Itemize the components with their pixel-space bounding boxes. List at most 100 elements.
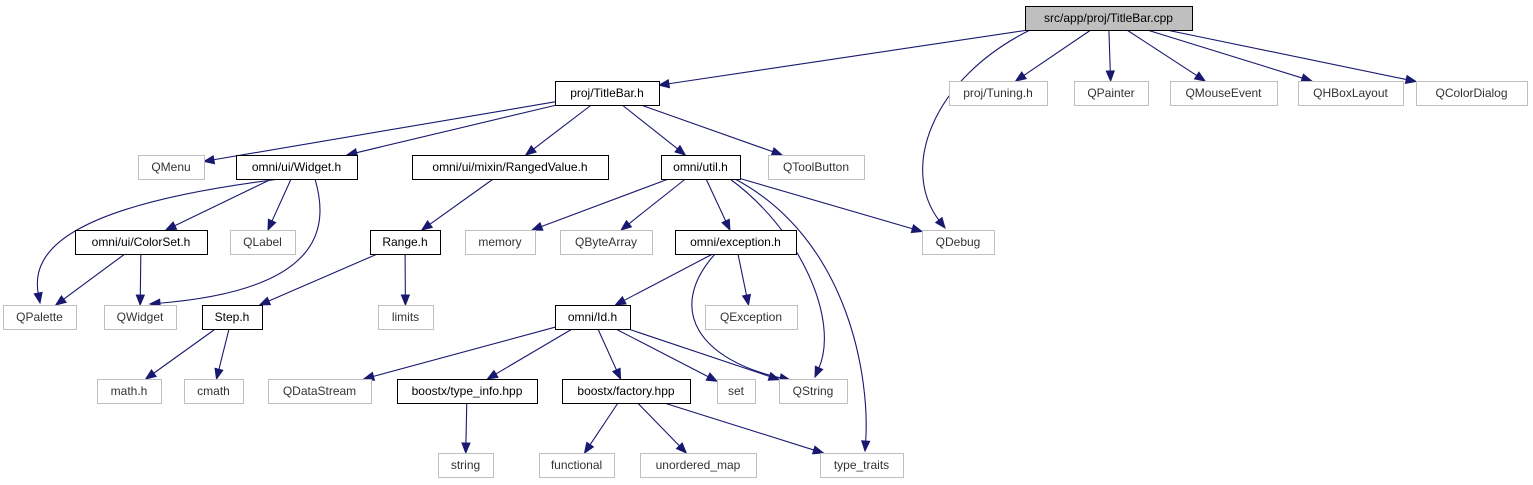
node-label: QMouseEvent [1185,86,1262,100]
edge-arrowhead [135,294,146,307]
node-box [555,305,631,330]
edge-arrowhead [611,367,622,381]
node-label: QString [793,384,834,398]
edge-line [1126,29,1198,77]
graph-edges [33,29,1418,455]
edge-line [218,328,230,371]
node-label: proj/Tuning.h [963,86,1033,100]
node-box [555,81,660,106]
edge-range_h-to-limits [400,253,411,307]
node-box [1298,81,1404,106]
node-label: omni/Id.h [568,310,617,324]
node-label: omni/ui/mixin/RangedValue.h [432,160,587,174]
node-factory-hpp[interactable]: boostx/factory.hpp [562,379,691,404]
edge-arrowhead [420,220,434,231]
edge-arrowhead [583,441,595,455]
node-type-traits: type_traits [820,453,904,478]
edge-root-to-qcolordialog [1166,29,1418,85]
node-box [412,155,609,180]
node-titlebar-h[interactable]: proj/TitleBar.h [555,81,660,106]
edge-line [589,402,619,446]
edge-exception_h-to-qexception [737,253,752,307]
node-range-h[interactable]: Range.h [370,230,441,255]
edge-type_info_hpp-to-string [461,402,471,455]
edge-arrowhead [934,216,946,230]
edge-util_h-to-qdebug [739,177,924,234]
edge-line [922,29,1031,222]
node-label: QLabel [243,235,282,249]
edge-arrowhead [721,218,731,232]
node-widget-h[interactable]: omni/ui/Widget.h [236,155,358,180]
node-qcolordialog: QColorDialog [1416,81,1528,106]
edge-arrowhead [675,442,688,454]
edge-root-to-qmouseevent [1126,29,1207,82]
edge-line [465,402,468,445]
node-id-h[interactable]: omni/Id.h [555,305,631,330]
edge-line [1108,29,1111,73]
edge-line [628,328,771,378]
edge-id_h-to-set [615,328,719,382]
node-box [1074,81,1149,106]
node-box [97,379,162,404]
node-label: QByteArray [575,235,637,249]
graph-nodes: src/app/proj/TitleBar.cpp proj/TitleBar.h… [3,6,1528,478]
node-label: QDebug [936,235,981,249]
node-box [922,230,995,255]
node-colorset-h[interactable]: omni/ui/ColorSet.h [75,230,208,255]
edge-arrowhead [267,218,277,232]
node-box [465,230,536,255]
node-util-h[interactable]: omni/util.h [661,155,741,180]
node-label: QPainter [1087,86,1134,100]
edge-arrowhead [530,221,544,231]
edge-root-to-qpainter [1105,29,1115,83]
node-exception-h[interactable]: omni/exception.h [675,230,797,255]
node-label: QDataStream [283,384,356,398]
edge-line [1022,29,1092,77]
edge-arrowhead [1105,70,1115,83]
node-qhboxlayout: QHBoxLayout [1298,81,1404,106]
edge-arrowhead [674,144,687,156]
edge-factory_hpp-to-unordered_map [637,402,688,454]
node-qtoolbutton: QToolButton [768,155,865,180]
edge-step_h-to-math_h [144,328,216,380]
node-label: QWidget [117,310,164,324]
edge-line [139,253,142,297]
node-box [717,379,756,404]
edge-arrowhead [258,296,272,306]
edge-line [621,104,679,150]
node-label: boostx/factory.hpp [577,384,674,398]
edge-line [739,177,914,230]
node-box [268,379,372,404]
node-label: QColorDialog [1435,86,1507,100]
node-label: omni/util.h [673,160,728,174]
node-string: string [438,453,494,478]
edge-arrowhead [486,369,499,380]
edge-id_h-to-factory_hpp [597,328,622,381]
node-box [378,305,434,330]
edge-line [267,253,378,302]
edge-line [737,253,748,297]
node-box [236,155,358,180]
edge-arrowhead [400,294,411,307]
node-box [397,379,538,404]
node-step-h[interactable]: Step.h [202,305,263,330]
node-box [104,305,177,330]
edge-titlebar_h-to-widget_h [345,104,557,158]
node-label: Step.h [215,310,250,324]
node-qexception: QException [705,305,798,330]
edge-root-to-tuning_h [1014,29,1092,82]
node-box [705,305,798,330]
node-label: QException [720,310,782,324]
node-root[interactable]: src/app/proj/TitleBar.cpp [1025,6,1193,31]
node-qstring: QString [779,379,848,404]
edge-line [597,328,618,372]
node-math-h: math.h [97,379,162,404]
node-rangedvalue-h[interactable]: omni/ui/mixin/RangedValue.h [412,155,609,180]
edge-arrowhead [814,365,824,379]
edge-arrowhead [705,372,719,382]
edge-line [494,328,573,375]
node-label: memory [478,235,521,249]
edge-util_h-to-qstring [729,178,825,379]
node-type-info-hpp[interactable]: boostx/type_info.hpp [397,379,538,404]
